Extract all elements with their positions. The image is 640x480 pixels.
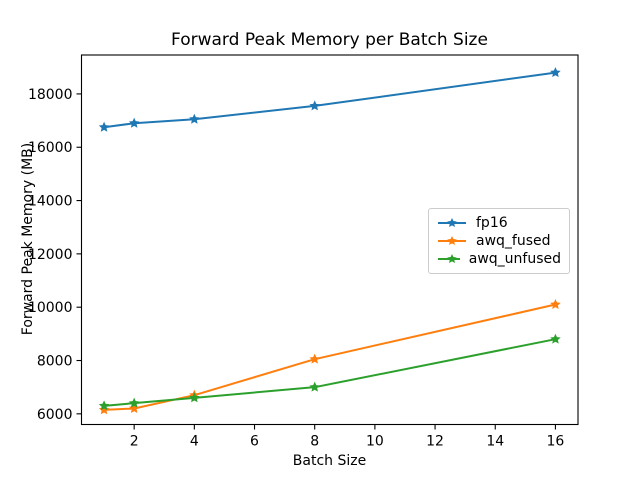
data-point-marker-awq_fused bbox=[128, 403, 140, 413]
y-tick-label: 18000 bbox=[28, 87, 73, 103]
data-point-marker-awq_fused bbox=[98, 404, 110, 415]
legend-swatch-awq_unfused bbox=[438, 254, 460, 264]
y-tick-label: 16000 bbox=[28, 140, 73, 156]
data-point-marker-awq_unfused bbox=[550, 333, 561, 344]
legend-item-fp16: fp16 bbox=[437, 214, 561, 232]
legend-label-awq_unfused: awq_unfused bbox=[468, 251, 561, 267]
series-line-awq_unfused bbox=[103, 338, 557, 407]
data-point-marker-awq_unfused bbox=[98, 400, 110, 411]
legend-swatch-awq_fused bbox=[438, 236, 466, 246]
data-point-marker-fp16 bbox=[128, 117, 140, 128]
series-line-awq_fused bbox=[103, 303, 557, 411]
legend: fp16 awq_fused awq_unfused bbox=[428, 208, 570, 274]
star-icon bbox=[447, 254, 457, 264]
data-point-marker-awq_fused bbox=[550, 299, 561, 309]
x-tick-label: 2 bbox=[130, 434, 139, 450]
y-tick-label: 6000 bbox=[37, 407, 73, 423]
data-point-marker-awq_fused bbox=[309, 353, 320, 364]
series-line-fp16 bbox=[103, 71, 557, 129]
data-point-marker-awq_unfused bbox=[128, 397, 140, 408]
data-point-marker-fp16 bbox=[98, 121, 110, 132]
x-axis-label: Batch Size bbox=[292, 453, 367, 469]
y-tick-label: 8000 bbox=[37, 354, 73, 370]
y-tick-label: 12000 bbox=[28, 247, 73, 263]
x-tick-label: 8 bbox=[310, 434, 319, 450]
data-point-marker-fp16 bbox=[550, 67, 561, 78]
legend-label-fp16: fp16 bbox=[476, 215, 508, 231]
axes-spines bbox=[80, 54, 579, 426]
legend-swatch-fp16 bbox=[438, 218, 466, 228]
star-icon bbox=[447, 236, 457, 246]
x-tick-label: 14 bbox=[486, 434, 504, 450]
data-point-marker-awq_unfused bbox=[309, 381, 320, 392]
x-tick-label: 6 bbox=[250, 434, 259, 450]
data-point-marker-fp16 bbox=[309, 100, 320, 111]
legend-label-awq_fused: awq_fused bbox=[476, 233, 551, 249]
legend-item-awq_unfused: awq_unfused bbox=[437, 250, 561, 268]
legend-item-awq_fused: awq_fused bbox=[437, 232, 561, 250]
y-tick-label: 10000 bbox=[28, 300, 73, 316]
x-tick-label: 10 bbox=[366, 434, 384, 450]
y-tick-label: 14000 bbox=[28, 194, 73, 210]
data-point-marker-fp16 bbox=[189, 113, 200, 124]
x-tick-label: 16 bbox=[547, 434, 565, 450]
data-point-marker-awq_unfused bbox=[189, 392, 200, 403]
x-tick-label: 4 bbox=[190, 434, 199, 450]
chart-title: Forward Peak Memory per Batch Size bbox=[171, 30, 488, 50]
x-tick-label: 12 bbox=[426, 434, 444, 450]
star-icon bbox=[447, 218, 457, 228]
